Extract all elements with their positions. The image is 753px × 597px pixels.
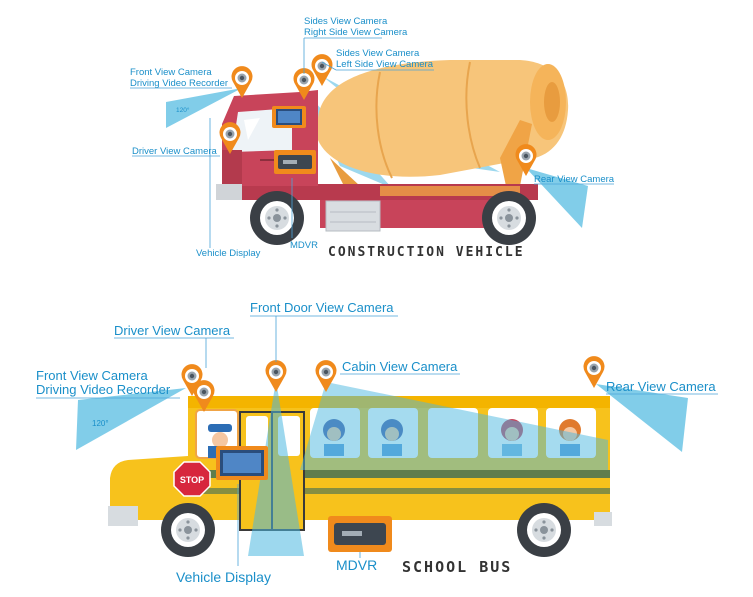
- label-front-camera-1: Front View Camera: [130, 67, 212, 78]
- label-mdvr: MDVR: [290, 240, 318, 251]
- bus-label-front-camera-2: Driving Video Recorder: [36, 382, 171, 397]
- label-vehicle-display: Vehicle Display: [196, 248, 261, 259]
- label-front-camera-2: Driving Video Recorder: [130, 78, 228, 89]
- school-bus-section: STOP Front Door View Camera: [36, 300, 718, 585]
- school-bus-title: SCHOOL BUS: [402, 558, 512, 576]
- bus-front-wheel-icon: [161, 503, 215, 557]
- bus-label-front-angle: 120°: [92, 419, 109, 428]
- cabin-camera-fov: [300, 382, 608, 470]
- tool-box: [325, 200, 381, 232]
- label-sides-camera-right-2: Right Side View Camera: [304, 27, 408, 38]
- front-camera-fov: [166, 88, 242, 128]
- front-wheel-icon: [250, 191, 304, 245]
- bus-label-cabin-camera: Cabin View Camera: [342, 359, 458, 374]
- bus-mdvr-box-icon: [328, 516, 392, 552]
- rear-wheel-icon: [482, 191, 536, 245]
- label-sides-camera-left-1: Sides View Camera: [336, 48, 420, 59]
- vehicle-display-monitor-icon: [272, 106, 306, 128]
- label-sides-camera-left-2: Left Side View Camera: [336, 59, 434, 70]
- construction-vehicle-section: Sides View Camera Right Side View Camera…: [130, 16, 615, 260]
- label-driver-camera: Driver View Camera: [132, 146, 218, 157]
- bus-label-front-door-camera: Front Door View Camera: [250, 300, 394, 315]
- bus-label-rear-camera: Rear View Camera: [606, 379, 716, 394]
- rear-camera-fov: [526, 168, 588, 228]
- label-rear-camera: Rear View Camera: [534, 174, 615, 185]
- stop-sign-icon: STOP: [173, 461, 211, 497]
- bus-label-mdvr: MDVR: [336, 557, 377, 573]
- bus-rear-camera-fov: [596, 384, 688, 452]
- bus-vehicle-display-monitor-icon: [216, 446, 268, 480]
- construction-vehicle-title: CONSTRUCTION VEHICLE: [328, 245, 525, 260]
- bus-rear-camera-pin-icon: [583, 341, 605, 388]
- bus-label-vehicle-display: Vehicle Display: [176, 569, 271, 585]
- stop-sign-label: STOP: [180, 475, 204, 485]
- mixer-drum: [318, 60, 569, 186]
- mdvr-box-icon: [274, 150, 316, 174]
- left-side-camera-pin-icon: [311, 39, 333, 86]
- bus-rear-wheel-icon: [517, 503, 571, 557]
- front-door-camera-fov: [248, 380, 304, 556]
- label-front-angle: 120°: [176, 106, 190, 114]
- label-sides-camera-right-1: Sides View Camera: [304, 16, 388, 27]
- bus-label-front-camera-1: Front View Camera: [36, 368, 149, 383]
- bus-label-driver-camera: Driver View Camera: [114, 323, 231, 338]
- bus-front-camera-fov: [76, 388, 186, 450]
